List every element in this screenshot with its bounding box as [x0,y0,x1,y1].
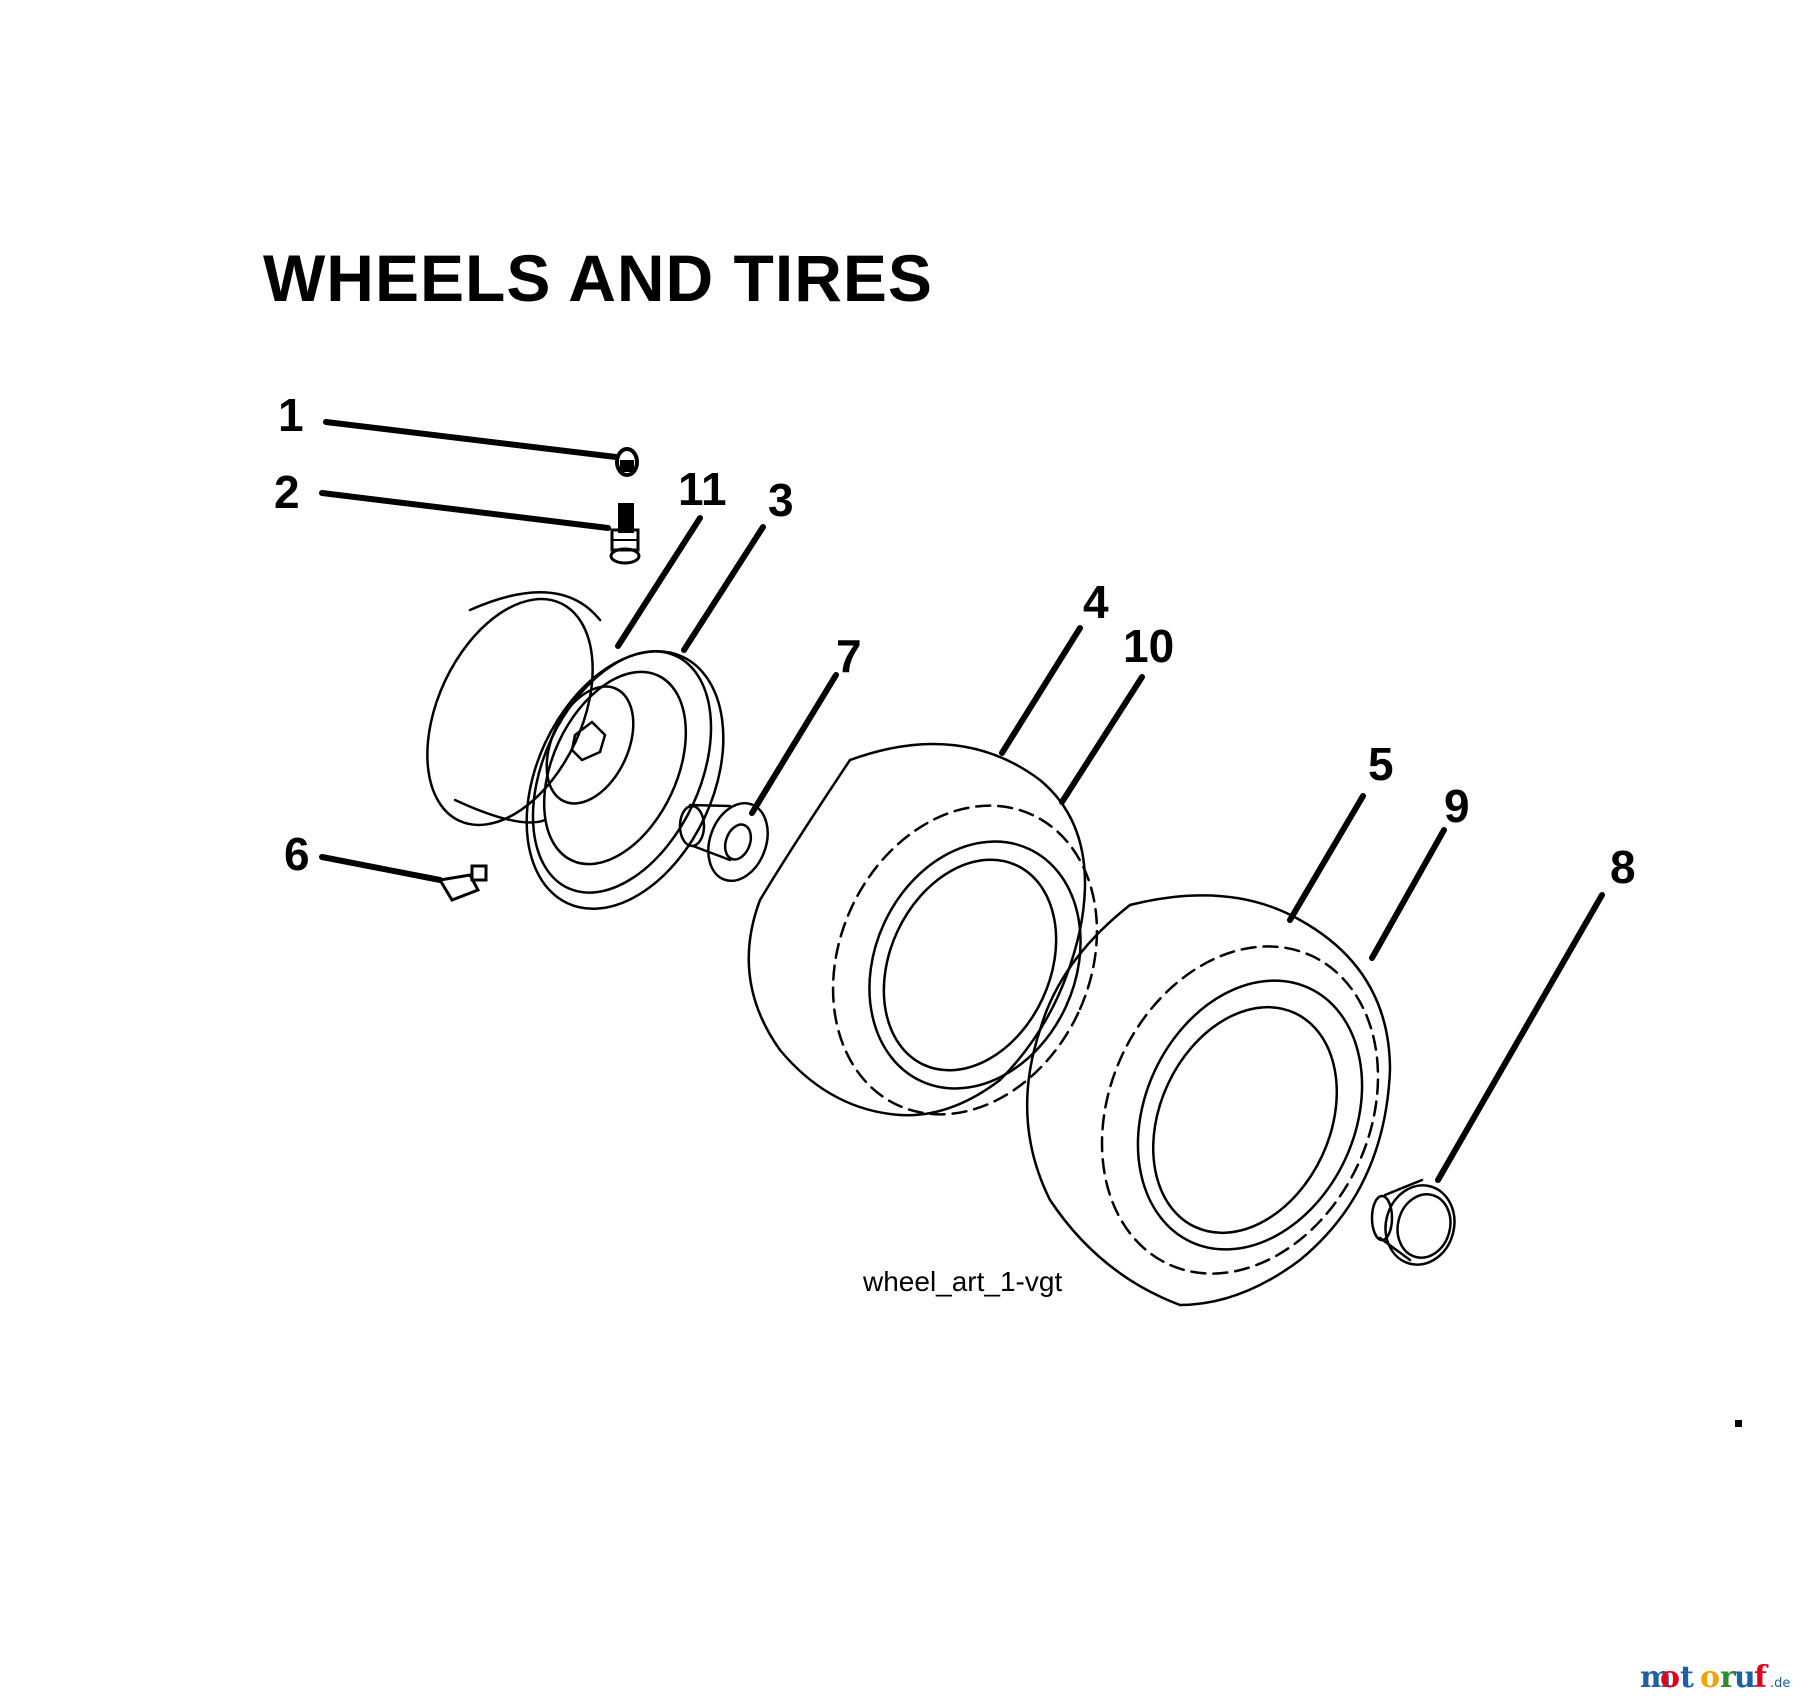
part-8-cap [1370,892,1605,1266]
callout-leader-9 [1369,827,1447,961]
part-6-grease-fitting [319,854,488,902]
watermark-suffix: .de [1770,1676,1790,1691]
callout-leader-10 [1059,674,1145,805]
callout-4: 4 [1083,576,1109,628]
part-2-valve-stem [319,490,641,565]
callout-9: 9 [1444,780,1470,832]
watermark-letter: o [1660,1660,1680,1695]
tire-4 [747,742,1099,1117]
callout-leader-4 [999,625,1083,756]
part-7-bushing [678,672,839,883]
watermark-letter: u [1734,1660,1756,1695]
callout-1: 1 [278,389,304,441]
callout-3: 3 [768,474,794,526]
part-1-screw [323,419,639,477]
watermark-letter: f [1754,1660,1769,1695]
callout-leader-5 [1287,793,1366,923]
watermark-letter: m [1640,1660,1672,1695]
callout-7: 7 [836,630,862,682]
watermark-letter: r [1720,1660,1737,1695]
callout-2: 2 [274,466,300,518]
callout-5: 5 [1368,738,1394,790]
watermark-letter: t [1680,1660,1694,1695]
tire-5 [1025,894,1392,1307]
figure-caption: wheel_art_1-vgt [862,1266,1062,1297]
callout-11: 11 [678,463,727,515]
page-title: WHEELS AND TIRES [263,241,933,315]
stray-dot [1735,1420,1742,1427]
callout-6: 6 [284,828,310,880]
watermark-letter: o [1700,1660,1720,1695]
callout-10: 10 [1123,620,1174,672]
callout-leader-11 [615,515,703,649]
callout-8: 8 [1610,841,1636,893]
callout-leader-3 [681,524,766,653]
